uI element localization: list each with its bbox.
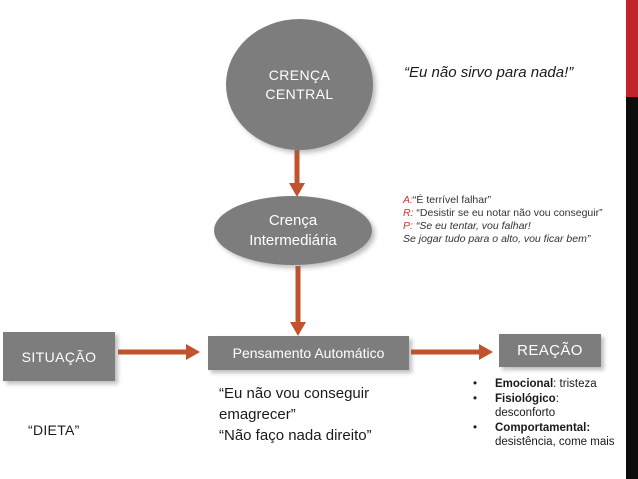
automatic-thought-node: Pensamento Automático [208,336,409,370]
core-belief-label: CRENÇA CENTRAL [265,66,334,102]
core-belief-node: CRENÇA CENTRAL [226,19,373,150]
reaction-list: • Emocional: tristeza • Fisiológico: des… [473,377,615,450]
bullet-icon: • [473,378,478,390]
reaction-item-text: Comportamental: desistência, come mais [495,421,615,450]
edge-band-red [626,0,638,97]
arrow-automatic-to-reaction-icon [411,344,493,360]
reaction-item-term: Fisiológico [495,392,556,405]
list-item: • Fisiológico: desconforto [473,392,615,421]
rule-text: “Desistir se eu notar não vou conseguir” [413,207,603,219]
reaction-item-term: Emocional [495,378,554,390]
reaction-label: REAÇÃO [517,342,583,359]
rule-text: “Se eu tentar, vou falhar! [412,220,531,232]
automatic-thought-quotes: “Eu não vou conseguir emagrecer” “Não fa… [219,383,404,446]
arrow-intermediate-to-automatic-icon [290,266,306,336]
intermediate-belief-node: Crença Intermediária [214,196,372,265]
reaction-item-text: Emocional: tristeza [495,377,597,392]
reaction-node: REAÇÃO [499,334,601,367]
situation-label: SITUAÇÃO [21,348,97,365]
situation-example: “DIETA” [28,422,80,438]
reaction-item-text: Fisiológico: desconforto [495,392,615,421]
rule-line: Se jogar tudo para o alto, vou ficar bem… [403,233,603,246]
automatic-thought-quote: “Eu não vou conseguir emagrecer” [219,385,370,423]
reaction-item-rest: : tristeza [553,378,597,390]
situation-node: SITUAÇÃO [3,332,115,381]
rule-line: A:“É terrível falhar” [403,194,603,207]
automatic-thought-quote: “Não faço nada direito” [219,427,372,444]
reaction-item-rest: desistência, come mais [495,436,615,448]
rule-text: Se jogar tudo para o alto, vou ficar bem… [403,233,591,245]
reaction-item-term: Comportamental: [495,421,591,434]
core-belief-quote: “Eu não sirvo para nada!” [404,64,574,81]
bullet-icon: • [473,421,478,434]
edge-band-black [626,97,638,479]
bullet-icon: • [473,392,478,405]
intermediate-belief-label: Crença Intermediária [249,212,337,249]
rule-prefix: P: [403,220,413,232]
automatic-thought-label: Pensamento Automático [232,345,385,361]
intermediate-belief-rules: A:“É terrível falhar” R: “Desistir se eu… [403,194,603,246]
rule-prefix: A: [403,194,413,206]
rule-line: P: “Se eu tentar, vou falhar! [403,220,603,233]
rule-text: “É terrível falhar” [412,194,492,206]
rule-prefix: R: [403,207,414,219]
reaction-item-rest: : desconforto [495,392,559,420]
list-item: • Emocional: tristeza [473,377,615,392]
list-item: • Comportamental: desistência, come mais [473,421,615,450]
arrow-situation-to-automatic-icon [118,344,200,360]
arrow-core-to-intermediate-icon [289,150,305,197]
rule-line: R: “Desistir se eu notar não vou consegu… [403,207,603,220]
